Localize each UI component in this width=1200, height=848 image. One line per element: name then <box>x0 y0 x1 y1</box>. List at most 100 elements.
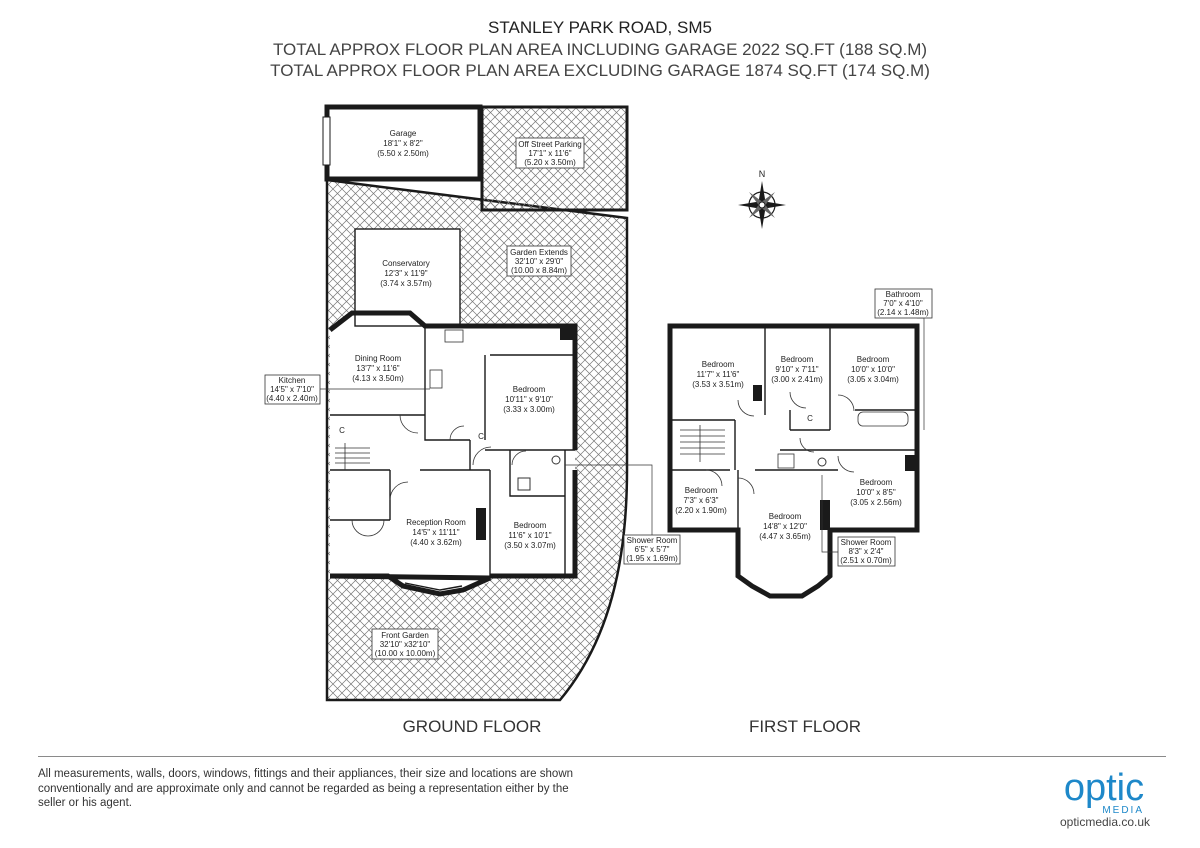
logo-main-text: optic <box>1064 768 1144 809</box>
garage-window <box>322 116 331 166</box>
conservatory-interior <box>355 229 460 326</box>
svg-text:(3.05 x 3.04m): (3.05 x 3.04m) <box>847 375 899 384</box>
svg-text:Bedroom: Bedroom <box>781 355 814 364</box>
house-walls <box>328 310 578 597</box>
svg-text:13'7" x 11'6": 13'7" x 11'6" <box>356 364 399 373</box>
chimney-breast-first-2 <box>820 500 830 530</box>
bedroom-first-4-label: Bedroom 7'3" x 6'3" (2.20 x 1.90m) <box>675 486 727 515</box>
svg-text:(3.53 x 3.51m): (3.53 x 3.51m) <box>692 380 744 389</box>
svg-text:Bathroom: Bathroom <box>886 290 921 299</box>
shower-room-first-label: Shower Room 8'3" x 2'4" (2.51 x 0.70m) <box>821 475 896 567</box>
chimney-block <box>560 326 574 340</box>
bathroom-first-label: Bathroom 7'0" x 4'10" (2.14 x 1.48m) <box>874 288 933 430</box>
svg-text:(10.00 x 10.00m): (10.00 x 10.00m) <box>375 649 436 658</box>
sink-icon <box>444 329 464 343</box>
kitchen-label: Kitchen 14'5" x 7'10" (4.40 x 2.40m) <box>264 374 430 405</box>
svg-text:(4.40 x 2.40m): (4.40 x 2.40m) <box>266 394 318 403</box>
svg-text:12'3" x 11'9": 12'3" x 11'9" <box>384 269 427 278</box>
svg-text:Bedroom: Bedroom <box>685 486 718 495</box>
svg-text:(4.40 x 3.62m): (4.40 x 3.62m) <box>410 538 462 547</box>
svg-text:Front Garden: Front Garden <box>381 631 429 640</box>
door-swings <box>351 414 527 537</box>
svg-text:(1.95 x 1.69m): (1.95 x 1.69m) <box>626 554 678 563</box>
svg-text:Bedroom: Bedroom <box>513 385 546 394</box>
svg-text:Reception Room: Reception Room <box>406 518 466 527</box>
svg-text:11'6" x 10'1": 11'6" x 10'1" <box>508 531 551 540</box>
parking-label: Off Street Parking 17'1" x 11'6" (5.20 x… <box>515 137 585 169</box>
svg-text:Dining Room: Dining Room <box>355 354 402 363</box>
svg-text:14'5" x 7'10": 14'5" x 7'10" <box>270 385 314 394</box>
svg-text:Shower Room: Shower Room <box>627 536 678 545</box>
svg-text:(2.14 x 1.48m): (2.14 x 1.48m) <box>877 308 929 317</box>
garden-extends-label: Garden Extends 32'10" x 29'0" (10.00 x 8… <box>506 245 572 277</box>
svg-text:(10.00 x 8.84m): (10.00 x 8.84m) <box>511 266 567 275</box>
svg-text:8'3" x 2'4": 8'3" x 2'4" <box>849 547 884 556</box>
svg-text:Garden Extends: Garden Extends <box>510 248 568 257</box>
first-floor-plan: C Bathroom 7'0" x 4'10" (2.14 x 1.48m) B… <box>667 288 933 736</box>
disclaimer-text: All measurements, walls, doors, windows,… <box>38 768 574 809</box>
svg-text:32'10" x32'10": 32'10" x32'10" <box>380 640 431 649</box>
svg-text:Off Street Parking: Off Street Parking <box>518 140 581 149</box>
toilet-icon <box>551 455 561 465</box>
conservatory-label: Conservatory 12'3" x 11'9" (3.74 x 3.57m… <box>380 259 432 288</box>
svg-text:Bedroom: Bedroom <box>857 355 890 364</box>
bedroom-first-1-label: Bedroom 11'7" x 11'6" (3.53 x 3.51m) <box>692 360 744 389</box>
cupboard-c-2: C <box>478 432 484 441</box>
svg-text:9'10" x 7'11": 9'10" x 7'11" <box>775 365 818 374</box>
first-floor-internal-walls <box>670 326 917 530</box>
svg-text:(4.47 x 3.65m): (4.47 x 3.65m) <box>759 532 811 541</box>
svg-text:(2.51 x 0.70m): (2.51 x 0.70m) <box>840 556 892 565</box>
chimney-breast-first-1 <box>753 385 762 401</box>
bedroom-first-2-label: Bedroom 9'10" x 7'11" (3.00 x 2.41m) <box>771 355 823 384</box>
bedroom-first-3-label: Bedroom 10'0" x 10'0" (3.05 x 3.04m) <box>847 355 899 384</box>
svg-text:(2.20 x 1.90m): (2.20 x 1.90m) <box>675 506 727 515</box>
svg-text:Conservatory: Conservatory <box>382 259 430 268</box>
ground-floor-plan: C C Garage 18'1" x 8'2" (5.50 x 2.50m) O… <box>264 104 681 736</box>
bedroom-ground-2-label: Bedroom 11'6" x 10'1" (3.50 x 3.07m) <box>504 521 556 550</box>
svg-text:Garage: Garage <box>390 129 417 138</box>
property-address: STANLEY PARK ROAD, SM5 <box>488 18 712 37</box>
house-interior <box>330 313 575 594</box>
footer-divider <box>38 756 1166 757</box>
basin-icon <box>517 477 531 491</box>
svg-text:Bedroom: Bedroom <box>860 478 893 487</box>
svg-text:6'5" x 5'7": 6'5" x 5'7" <box>635 545 670 554</box>
garage-label: Garage 18'1" x 8'2" (5.50 x 2.50m) <box>377 129 429 158</box>
garage-interior <box>330 108 480 176</box>
website-url: opticmedia.co.uk <box>1059 815 1151 829</box>
svg-text:10'0" x 10'0": 10'0" x 10'0" <box>851 365 895 374</box>
conservatory-walls <box>354 228 461 327</box>
first-door-swings <box>705 391 855 495</box>
svg-text:17'1" x 11'6": 17'1" x 11'6" <box>528 149 571 158</box>
compass-north-label: N <box>759 169 766 179</box>
cupboard-c-1: C <box>339 426 345 435</box>
bedroom-ground-1-label: Bedroom 10'11" x 9'10" (3.33 x 3.00m) <box>503 385 555 414</box>
optic-media-logo: optic MEDIA <box>1044 768 1164 814</box>
svg-text:Bedroom: Bedroom <box>702 360 735 369</box>
svg-text:10'0" x 8'5": 10'0" x 8'5" <box>856 488 896 497</box>
logo-sub-text: MEDIA <box>1102 805 1144 814</box>
svg-text:(3.00 x 2.41m): (3.00 x 2.41m) <box>771 375 823 384</box>
area-including-garage: TOTAL APPROX FLOOR PLAN AREA INCLUDING G… <box>272 40 928 59</box>
hob-icon <box>429 369 443 389</box>
svg-text:14'8" x 12'0": 14'8" x 12'0" <box>763 522 807 531</box>
svg-text:Bedroom: Bedroom <box>769 512 802 521</box>
svg-text:7'3" x 6'3": 7'3" x 6'3" <box>684 496 719 505</box>
svg-text:(3.50 x 3.07m): (3.50 x 3.07m) <box>504 541 556 550</box>
svg-text:10'11" x 9'10": 10'11" x 9'10" <box>505 395 553 404</box>
compass-icon: N <box>738 169 786 229</box>
bedroom-first-6-label: Bedroom 10'0" x 8'5" (3.05 x 2.56m) <box>850 478 902 507</box>
svg-text:Shower Room: Shower Room <box>841 538 892 547</box>
svg-text:(5.50 x 2.50m): (5.50 x 2.50m) <box>377 149 429 158</box>
first-floor-label: FIRST FLOOR <box>749 717 861 736</box>
toilet-first-icon <box>817 457 827 467</box>
svg-text:(3.74 x 3.57m): (3.74 x 3.57m) <box>380 279 432 288</box>
chimney-breast-first-3 <box>905 455 915 471</box>
internal-walls <box>330 326 575 576</box>
svg-text:7'0" x 4'10": 7'0" x 4'10" <box>883 299 923 308</box>
ground-stairs <box>335 443 370 470</box>
svg-text:14'5" x 11'11": 14'5" x 11'11" <box>412 528 459 537</box>
svg-text:11'7" x 11'6": 11'7" x 11'6" <box>697 370 740 379</box>
bedroom-first-5-label: Bedroom 14'8" x 12'0" (4.47 x 3.65m) <box>759 512 811 541</box>
